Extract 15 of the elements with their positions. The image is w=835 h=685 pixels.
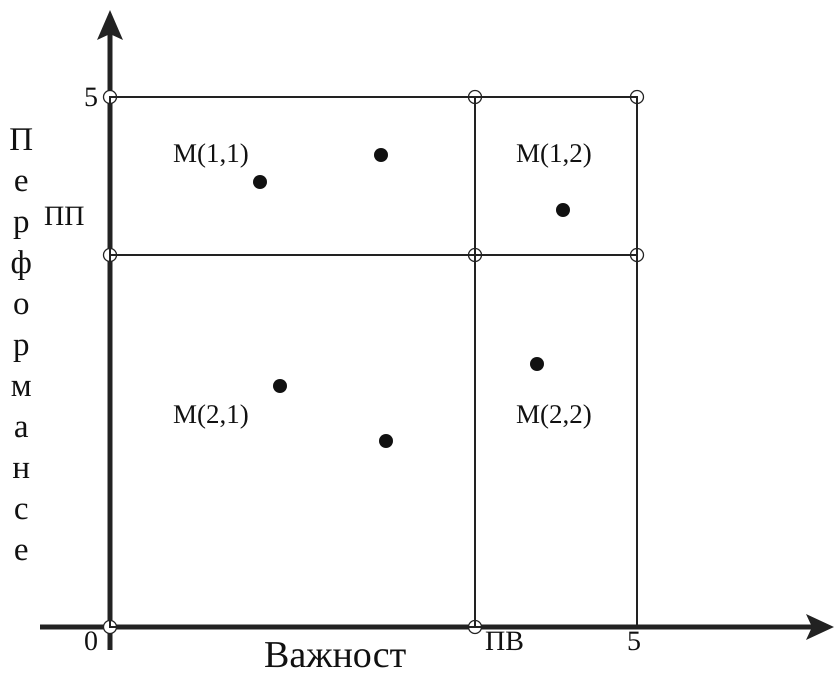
- quadrant-box: [109, 96, 476, 256]
- quadrant-box: [474, 254, 638, 628]
- quadrant-label: M(2,1): [173, 399, 249, 430]
- tick-label: ПВ: [485, 628, 524, 656]
- tick-label: 5: [627, 628, 641, 656]
- axis-title: Важност: [264, 636, 406, 674]
- tick-label: 5: [84, 84, 98, 112]
- quadrant-box: [109, 254, 476, 628]
- quadrant-box: [474, 96, 638, 256]
- tick-label: 0: [84, 628, 98, 656]
- quadrant-label: M(1,1): [173, 138, 249, 169]
- quadrant-label: M(1,2): [516, 138, 592, 169]
- quadrant-label: M(2,2): [516, 399, 592, 430]
- axis-title: Перформансе: [8, 121, 34, 570]
- tick-label: ПП: [44, 203, 84, 231]
